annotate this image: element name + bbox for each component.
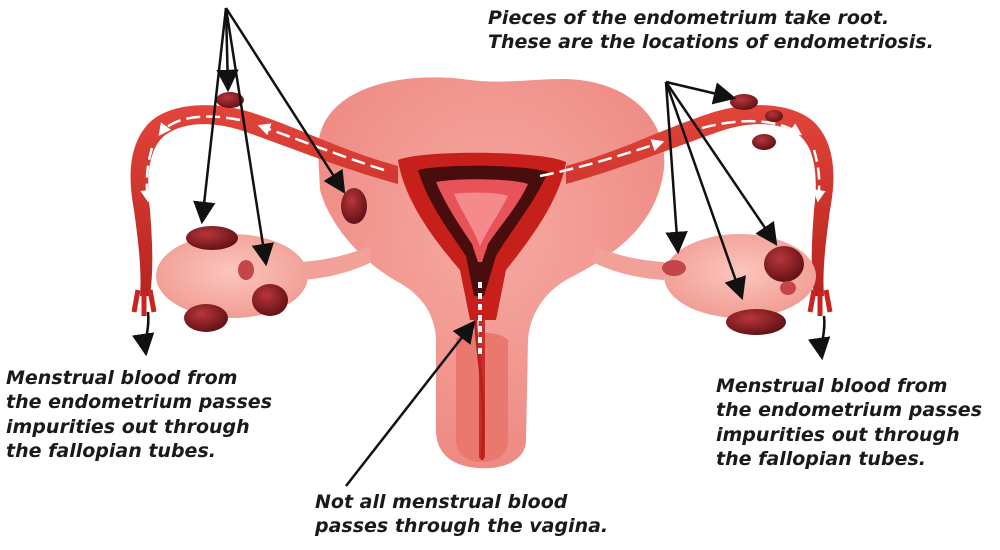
label-line: Not all menstrual blood	[315, 490, 608, 514]
label-line: the endometrium passes	[716, 398, 982, 422]
right-ovarian-ligament	[592, 246, 664, 280]
label-line: Menstrual blood from	[6, 366, 272, 390]
label-endometriosis-locations: Pieces of the endometrium take root. The…	[488, 6, 934, 55]
label-menstrual-blood-left: Menstrual blood from the endometrium pas…	[6, 366, 272, 463]
label-line: Pieces of the endometrium take root.	[488, 6, 934, 30]
label-line: These are the locations of endometriosis…	[488, 30, 934, 54]
label-line: impurities out through	[716, 423, 982, 447]
label-line: the fallopian tubes.	[716, 447, 982, 471]
left-ovarian-ligament	[300, 246, 372, 280]
label-line: impurities out through	[6, 415, 272, 439]
label-line: Menstrual blood from	[716, 374, 982, 398]
label-line: the fallopian tubes.	[6, 439, 272, 463]
label-vagina: Not all menstrual blood passes through t…	[315, 490, 608, 539]
label-line: passes through the vagina.	[315, 514, 608, 538]
label-line: the endometrium passes	[6, 390, 272, 414]
label-menstrual-blood-right: Menstrual blood from the endometrium pas…	[716, 374, 982, 471]
